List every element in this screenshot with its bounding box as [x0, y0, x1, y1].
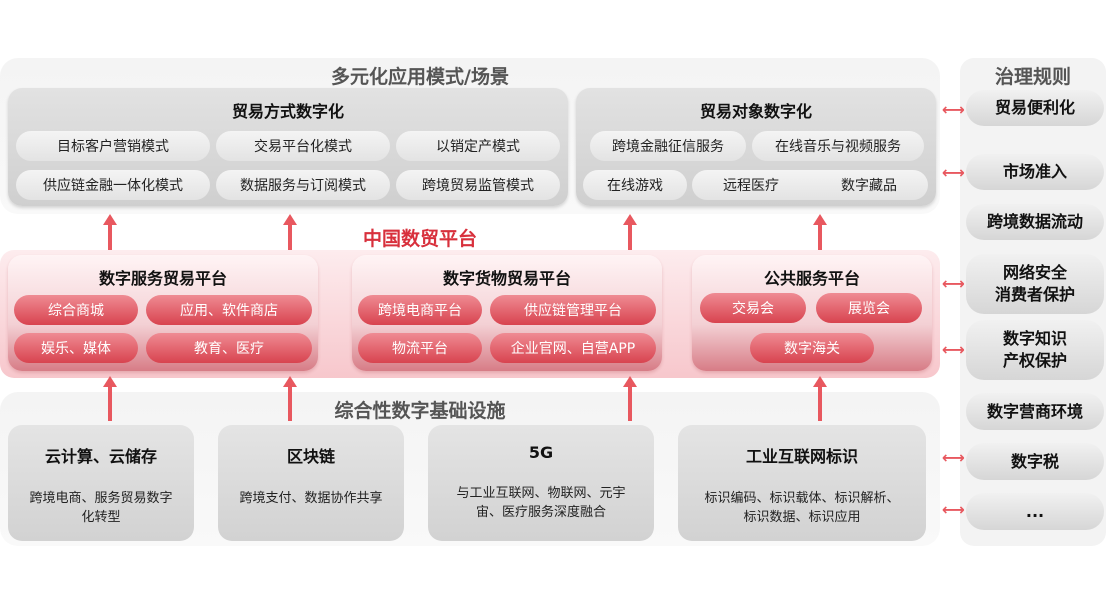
double-arrow-icon: ⟷: [942, 100, 965, 119]
platform-pill: 应用、软件商店: [146, 295, 312, 325]
trade-object-box: 贸易对象数字化 跨境金融征信服务 在线音乐与视频服务 在线游戏 远程医疗 数字藏…: [576, 88, 936, 206]
governance-item: ...: [966, 493, 1104, 530]
double-arrow-icon: ⟷: [942, 500, 965, 519]
scenario-pill: 供应链金融一体化模式: [16, 170, 210, 200]
infrastructure-box: 5G 与工业互联网、物联网、元宇宙、医疗服务深度融合: [428, 425, 654, 541]
platform-pill: 数字海关: [750, 333, 874, 363]
infrastructure-title: 综合性数字基础设施: [334, 400, 506, 422]
double-arrow-icon: ⟷: [942, 448, 965, 467]
trade-mode-box: 贸易方式数字化 目标客户营销模式 交易平台化模式 以销定产模式 供应链金融一体化…: [8, 88, 568, 206]
platform-title: 中国数贸平台: [362, 228, 477, 250]
public-service-platform: 公共服务平台 交易会 展览会 数字海关: [692, 255, 932, 371]
governance-item: 数字税: [966, 443, 1104, 480]
platform-pill: 企业官网、自营APP: [490, 333, 656, 363]
infrastructure-box: 云计算、云储存 跨境电商、服务贸易数字化转型: [8, 425, 194, 541]
governance-item: 数字营商环境: [966, 393, 1104, 430]
governance-title: 治理规则: [994, 66, 1071, 88]
platform-pill: 综合商城: [14, 295, 138, 325]
infrastructure-box: 区块链 跨境支付、数据协作共享: [218, 425, 404, 541]
scenario-pill: 在线游戏: [583, 170, 687, 200]
goods-trade-platform: 数字货物贸易平台 跨境电商平台 供应链管理平台 物流平台 企业官网、自营APP: [352, 255, 662, 371]
double-arrow-icon: ⟷: [942, 274, 965, 293]
goods-trade-title: 数字货物贸易平台: [442, 269, 571, 288]
scenario-pill-group: 远程医疗 数字藏品: [692, 170, 928, 200]
public-service-title: 公共服务平台: [763, 269, 860, 288]
governance-item: 贸易便利化: [966, 90, 1104, 126]
infrastructure-box: 工业互联网标识 标识编码、标识载体、标识解析、标识数据、标识应用: [678, 425, 926, 541]
platform-pill: 交易会: [700, 293, 806, 323]
scenario-item: 远程医疗: [723, 178, 779, 194]
governance-item: 市场准入: [966, 154, 1104, 190]
scenario-item: 数字藏品: [841, 178, 897, 194]
infrastructure-box-title: 云计算、云储存: [44, 447, 157, 466]
infrastructure-box-desc: 与工业互联网、物联网、元宇宙、医疗服务深度融合: [456, 486, 626, 520]
governance-item: 网络安全 消费者保护: [966, 254, 1104, 314]
governance-item: 跨境数据流动: [966, 204, 1104, 240]
service-trade-platform: 数字服务贸易平台 综合商城 应用、软件商店 娱乐、媒体 教育、医疗: [8, 255, 318, 371]
scenario-pill: 以销定产模式: [396, 131, 560, 161]
scenario-pill: 目标客户营销模式: [16, 131, 210, 161]
trade-object-title: 贸易对象数字化: [699, 102, 812, 121]
platform-pill: 展览会: [816, 293, 922, 323]
infrastructure-box-desc: 跨境支付、数据协作共享: [239, 491, 383, 506]
infrastructure-box-title: 5G: [528, 443, 554, 462]
governance-item: 数字知识 产权保护: [966, 320, 1104, 380]
infrastructure-box-desc: 跨境电商、服务贸易数字化转型: [29, 491, 173, 525]
trade-mode-title: 贸易方式数字化: [231, 102, 344, 121]
double-arrow-icon: ⟷: [942, 340, 965, 359]
scenario-pill: 数据服务与订阅模式: [216, 170, 390, 200]
scenario-pill: 在线音乐与视频服务: [752, 131, 924, 161]
scenario-pill: 交易平台化模式: [216, 131, 390, 161]
platform-pill: 物流平台: [358, 333, 482, 363]
infrastructure-box-desc: 标识编码、标识载体、标识解析、标识数据、标识应用: [704, 491, 900, 525]
platform-pill: 供应链管理平台: [490, 295, 656, 325]
infrastructure-box-title: 区块链: [286, 447, 335, 466]
double-arrow-icon: ⟷: [942, 163, 965, 182]
scenario-pill: 跨境金融征信服务: [590, 131, 746, 161]
infrastructure-box-title: 工业互联网标识: [745, 447, 858, 466]
platform-pill: 跨境电商平台: [358, 295, 482, 325]
service-trade-title: 数字服务贸易平台: [98, 269, 227, 288]
platform-pill: 教育、医疗: [146, 333, 312, 363]
scenario-pill: 跨境贸易监管模式: [396, 170, 560, 200]
platform-pill: 娱乐、媒体: [14, 333, 138, 363]
application-scenarios-title: 多元化应用模式/场景: [331, 66, 509, 88]
